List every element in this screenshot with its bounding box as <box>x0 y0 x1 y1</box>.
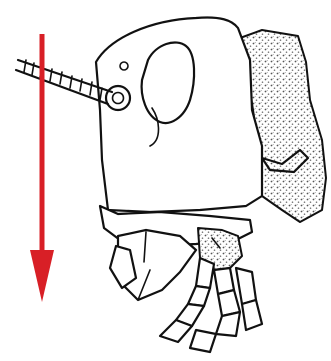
head-capsule <box>96 17 262 212</box>
